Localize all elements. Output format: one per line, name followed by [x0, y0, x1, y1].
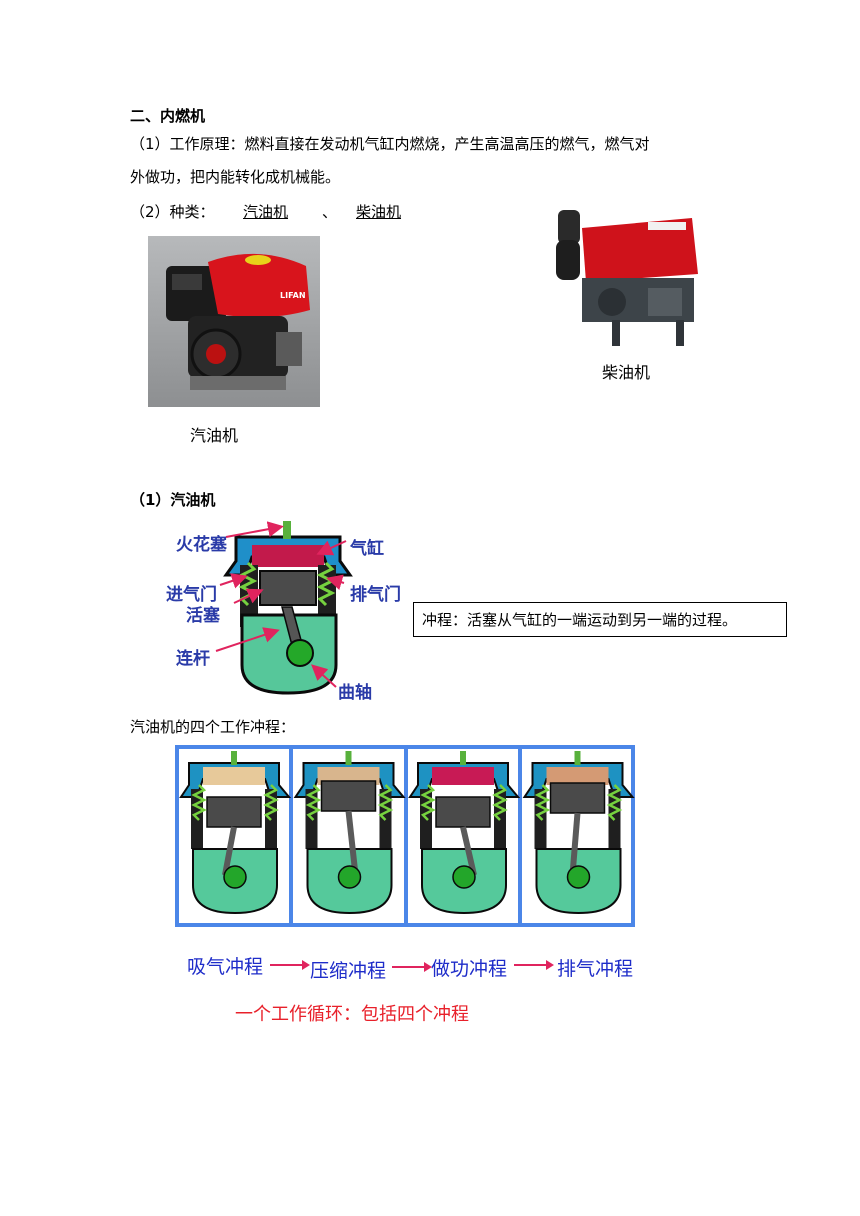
four-strokes-diagram [175, 745, 635, 927]
label-crankshaft: 曲轴 [338, 683, 372, 703]
stroke-panel-1 [179, 751, 292, 915]
label-spark-plug: 火花塞 [176, 535, 227, 555]
label-exhaust-valve: 排气门 [350, 585, 401, 605]
principle-line-2: 外做功，把内能转化成机械能。 [130, 168, 341, 186]
four-strokes-heading: 汽油机的四个工作冲程： [130, 718, 296, 736]
arrow-1-icon [270, 960, 310, 970]
type-diesel: 柴油机 [356, 203, 402, 221]
arrow-2-icon [392, 962, 432, 972]
label-piston: 活塞 [186, 606, 220, 626]
gasoline-caption: 汽油机 [190, 426, 239, 445]
section-heading: 二、内燃机 [130, 107, 206, 125]
type-gasoline: 汽油机 [243, 203, 289, 221]
cycle-note: 一个工作循环：包括四个冲程 [235, 1004, 469, 1025]
step-compression: 压缩冲程 [310, 960, 387, 982]
label-intake-valve: 进气门 [166, 585, 217, 605]
gasoline-heading: （1）汽油机 [130, 491, 216, 509]
label-connecting-rod: 连杆 [176, 649, 210, 669]
brand-label: LIFAN [280, 291, 306, 300]
type-separator: 、 [322, 203, 338, 221]
label-cylinder: 气缸 [350, 539, 384, 559]
stroke-panel-4 [522, 751, 635, 915]
stroke-panel-3 [408, 751, 521, 915]
engine-cutaway-diagram [215, 521, 353, 695]
arrow-3-icon [514, 960, 554, 970]
stroke-definition-box: 冲程：活塞从气缸的一端运动到另一端的过程。 [413, 602, 787, 637]
step-intake: 吸气冲程 [187, 956, 264, 978]
types-label: （2）种类： [130, 203, 215, 221]
diesel-caption: 柴油机 [602, 363, 651, 382]
diesel-engine-photo [556, 210, 698, 346]
stroke-panel-2 [293, 751, 406, 915]
step-power: 做功冲程 [431, 958, 508, 980]
principle-line-1: （1）工作原理：燃料直接在发动机气缸内燃烧，产生高温高压的燃气，燃气对 [130, 135, 650, 153]
gasoline-engine-photo: LIFAN [148, 236, 320, 407]
step-exhaust: 排气冲程 [557, 958, 634, 980]
